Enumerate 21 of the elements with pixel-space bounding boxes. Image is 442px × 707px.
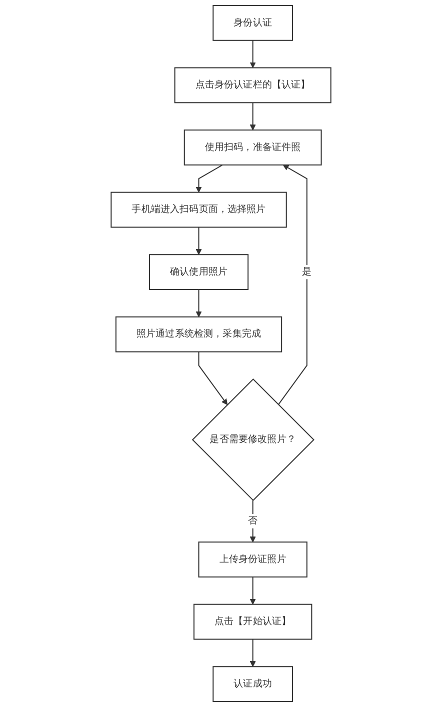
process-box: 上传身份证照片: [198, 542, 308, 578]
arrow: [198, 352, 228, 405]
arrow: [196, 227, 202, 255]
arrow: [250, 639, 256, 667]
process-box: 点击【开始认证】: [193, 604, 312, 640]
arrow: [278, 164, 308, 405]
process-box: 手机端进入扫码页面，选择照片: [110, 192, 287, 228]
edge-label: 否: [248, 514, 258, 528]
arrow: [250, 102, 256, 130]
process-box: 使用扫码，准备证件照: [184, 130, 322, 166]
decision-diamond: 是否需要修改照片？: [192, 378, 314, 502]
edge-label: 是: [302, 264, 312, 280]
process-box: 身份认证: [212, 4, 294, 41]
arrow: [250, 40, 256, 68]
process-box: 照片通过系统检测，采集完成: [115, 316, 282, 352]
process-box: 点击身份认证栏的【认证】: [174, 67, 332, 104]
arrow: [196, 290, 202, 318]
arrow: [196, 164, 223, 193]
arrow: [250, 576, 256, 605]
process-box: 认证成功: [212, 666, 294, 702]
process-box: 确认使用照片: [148, 254, 249, 290]
